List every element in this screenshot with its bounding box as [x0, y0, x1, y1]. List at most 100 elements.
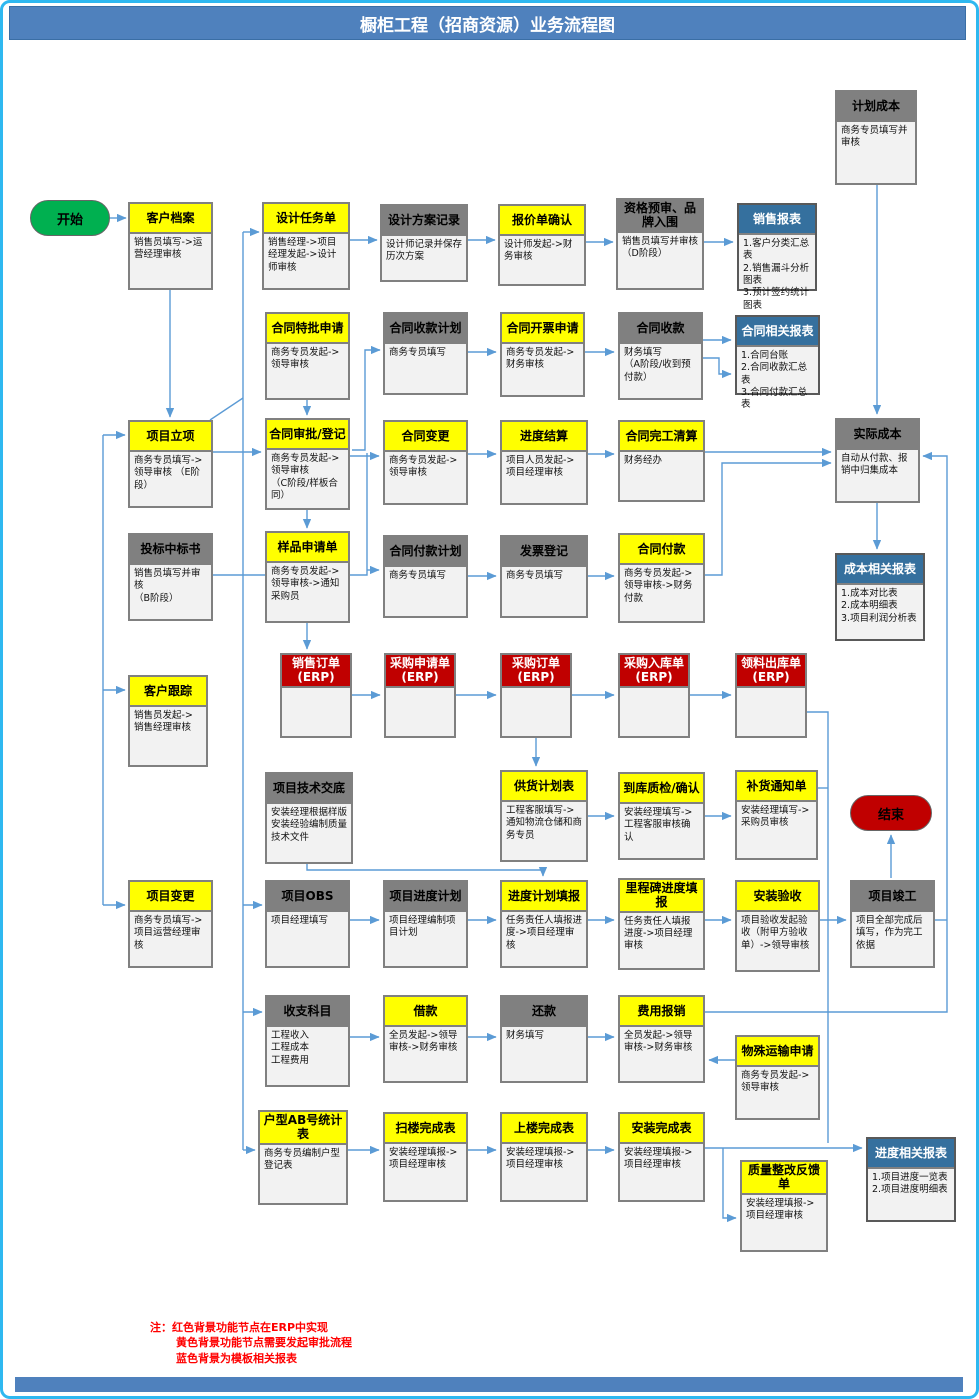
node-sweep-complete[interactable]: 扫楼完成表安装经理填报->项目经理审核 [383, 1112, 468, 1202]
node-header-contract-recv: 合同收款 [620, 314, 701, 344]
node-header-invoice-register: 发票登记 [502, 537, 586, 567]
node-header-loan: 借款 [385, 997, 466, 1027]
node-body-sample-request: 商务专员发起->领导审核->通知采购员 [271, 566, 340, 602]
page-title: 橱柜工程（招商资源）业务流程图 [9, 6, 966, 40]
node-header-contract-change: 合同变更 [385, 422, 466, 452]
node-unit-ab[interactable]: 户型AB号统计表商务专员编制户型登记表 [258, 1110, 348, 1205]
node-sample-request[interactable]: 样品申请单商务专员发起->领导审核->通知采购员 [265, 531, 350, 623]
node-invoice-register[interactable]: 发票登记商务专员填写 [500, 535, 588, 618]
node-header-project-complete: 项目竣工 [852, 882, 933, 912]
node-contract-special[interactable]: 合同特批申请商务专员发起->领导审核 [265, 312, 350, 400]
node-repay[interactable]: 还款财务填写 [500, 995, 588, 1083]
node-body-contract-special: 商务专员发起->领导审核 [271, 347, 340, 371]
node-design-record[interactable]: 设计方案记录设计师记录并保存历次方案 [380, 204, 468, 282]
connector-2 [209, 397, 244, 421]
node-customer-file[interactable]: 客户档案销售员填写->运营经理审核 [128, 202, 213, 290]
node-body-contract-invoice: 商务专员发起->财务审核 [506, 347, 575, 371]
node-header-quality-check: 到库质检/确认 [620, 774, 703, 804]
node-design-task[interactable]: 设计任务单销售经理->项目经理发起->设计师审核 [262, 202, 350, 290]
node-project-setup[interactable]: 项目立项商务专员填写->领导审核 （E阶段） [128, 420, 213, 508]
node-quality-check[interactable]: 到库质检/确认安装经理填写->工程客服审核确认 [618, 772, 705, 860]
node-erp-purchase-req[interactable]: 采购申请单 (ERP) [384, 653, 456, 738]
node-install-complete[interactable]: 安装完成表安装经理填报->项目经理审核 [618, 1112, 705, 1202]
node-header-customer-track: 客户跟踪 [130, 677, 206, 707]
node-project-schedule[interactable]: 项目进度计划项目经理编制项目计划 [383, 880, 468, 968]
node-supply-plan[interactable]: 供货计划表工程客服填写->通知物流仓储和商务专员 [500, 770, 588, 862]
node-body-progress-reports: 1.项目进度一览表 2.项目进度明细表 [872, 1172, 948, 1196]
node-expense[interactable]: 费用报销全员发起->领导审核->财务审核 [618, 995, 705, 1083]
node-body-contract-change: 商务专员发起->领导审核 [389, 455, 458, 479]
node-body-quality-check: 安装经理填写->工程客服审核确认 [624, 807, 693, 843]
node-body-quality-feedback: 安装经理填报->项目经理审核 [746, 1197, 815, 1222]
node-special-transport[interactable]: 物殊运输申请商务专员发起->领导审核 [735, 1035, 820, 1120]
end-label: 结束 [877, 807, 904, 823]
node-header-upstairs-complete: 上楼完成表 [502, 1114, 586, 1144]
node-erp-material-out[interactable]: 领料出库单 (ERP) [735, 653, 807, 738]
node-contract-change[interactable]: 合同变更商务专员发起->领导审核 [383, 420, 468, 505]
node-contract-recv-plan[interactable]: 合同收款计划商务专员填写 [383, 312, 468, 395]
node-header-account-subjects: 收支科目 [267, 997, 348, 1027]
node-header-erp-purchase-req: 采购申请单 (ERP) [386, 655, 454, 688]
node-project-complete[interactable]: 项目竣工项目全部完成后填写，作为完工依据 [850, 880, 935, 968]
node-header-design-task: 设计任务单 [264, 204, 348, 234]
node-contract-approve[interactable]: 合同审批/登记商务专员发起->领导审核 （C阶段/样板合同） [265, 418, 350, 510]
node-tech-briefing[interactable]: 项目技术交底安装经理根据样版安装经验编制质量技术文件 [265, 772, 353, 864]
node-erp-purchase-in[interactable]: 采购入库单 (ERP) [618, 653, 690, 738]
node-restock-notice[interactable]: 补货通知单安装经理填写->采购员审核 [735, 770, 818, 860]
node-project-change[interactable]: 项目变更商务专员填写->项目运营经理审核 [128, 880, 213, 968]
node-install-accept[interactable]: 安装验收项目验收发起验收（附甲方验收单）->领导审核 [735, 880, 820, 972]
node-body-erp-purchase-order [502, 688, 570, 736]
node-header-milestone-fill: 里程碑进度填报 [620, 880, 703, 913]
node-loan[interactable]: 借款全员发起->领导审核->财务审核 [383, 995, 468, 1083]
node-body-expense: 全员发起->领导审核->财务审核 [624, 1030, 693, 1054]
node-body-milestone-fill: 任务责任人填报进度->项目经理审核 [624, 915, 693, 952]
node-progress-settle[interactable]: 进度结算项目人员发起->项目经理审核 [500, 420, 588, 505]
node-header-progress-settle: 进度结算 [502, 422, 586, 452]
node-erp-sales-order[interactable]: 销售订单 (ERP) [280, 653, 352, 738]
node-body-design-task: 销售经理->项目经理发起->设计师审核 [268, 237, 337, 273]
node-plan-cost[interactable]: 计划成本商务专员填写并审核 [835, 90, 917, 185]
node-header-contract-special: 合同特批申请 [267, 314, 348, 344]
node-account-subjects[interactable]: 收支科目工程收入 工程成本 工程费用 [265, 995, 350, 1087]
node-body-quote-confirm: 设计师发起->财务审核 [504, 239, 573, 263]
node-body-unit-ab: 商务专员编制户型登记表 [264, 1147, 341, 1172]
node-header-design-record: 设计方案记录 [382, 206, 466, 236]
connector-28 [705, 458, 832, 576]
node-header-customer-file: 客户档案 [130, 204, 211, 234]
node-contract-invoice[interactable]: 合同开票申请商务专员发起->财务审核 [500, 312, 585, 397]
node-header-sample-request: 样品申请单 [267, 533, 348, 563]
node-end[interactable]: 结束 [850, 795, 932, 831]
node-progress-fill[interactable]: 进度计划填报任务责任人填报进度->项目经理审核 [500, 880, 588, 968]
node-milestone-fill[interactable]: 里程碑进度填报任务责任人填报进度->项目经理审核 [618, 878, 705, 970]
node-erp-purchase-order[interactable]: 采购订单 (ERP) [500, 653, 572, 738]
node-contract-pay[interactable]: 合同付款商务专员发起->领导审核->财务付款 [618, 533, 705, 623]
node-bid-award[interactable]: 投标中标书销售员填写并审核 （B阶段） [128, 533, 213, 621]
node-body-prequalify: 销售员填写并审核 （D阶段） [622, 235, 699, 260]
node-body-customer-file: 销售员填写->运营经理审核 [134, 237, 203, 261]
node-start[interactable]: 开始 [30, 200, 110, 236]
node-customer-track[interactable]: 客户跟踪销售员发起->销售经理审核 [128, 675, 208, 767]
node-body-contract-pay: 商务专员发起->领导审核->财务付款 [624, 568, 693, 604]
node-body-contract-reports: 1.合同台账 2.合同收款汇总表 3.合同付款汇总表 [741, 350, 808, 411]
connector-62 [722, 1148, 737, 1223]
node-body-progress-fill: 任务责任人填报进度->项目经理审核 [506, 915, 583, 951]
node-body-project-schedule: 项目经理编制项目计划 [389, 915, 456, 939]
node-actual-cost[interactable]: 实际成本自动从付款、报销中归集成本 [835, 418, 920, 503]
node-contract-recv[interactable]: 合同收款财务填写 （A阶段/收到预付款） [618, 312, 703, 400]
node-quote-confirm[interactable]: 报价单确认设计师发起->财务审核 [498, 204, 586, 286]
node-body-install-complete: 安装经理填报->项目经理审核 [624, 1147, 693, 1171]
footer-bar [15, 1377, 963, 1392]
node-quality-feedback[interactable]: 质量整改反馈单安装经理填报->项目经理审核 [740, 1160, 828, 1252]
node-body-erp-sales-order [282, 688, 350, 736]
node-contract-pay-plan[interactable]: 合同付款计划商务专员填写 [383, 535, 468, 618]
node-body-sales-report: 1.客户分类汇总表 2.销售漏斗分析图表 3.预计签约统计图表 [743, 238, 810, 311]
node-body-contract-pay-plan: 商务专员填写 [389, 570, 447, 581]
node-prequalify[interactable]: 资格预审、品牌入围销售员填写并审核 （D阶段） [616, 198, 704, 290]
node-upstairs-complete[interactable]: 上楼完成表安装经理填报->项目经理审核 [500, 1112, 588, 1202]
node-contract-final[interactable]: 合同完工清算财务经办 [618, 420, 705, 502]
